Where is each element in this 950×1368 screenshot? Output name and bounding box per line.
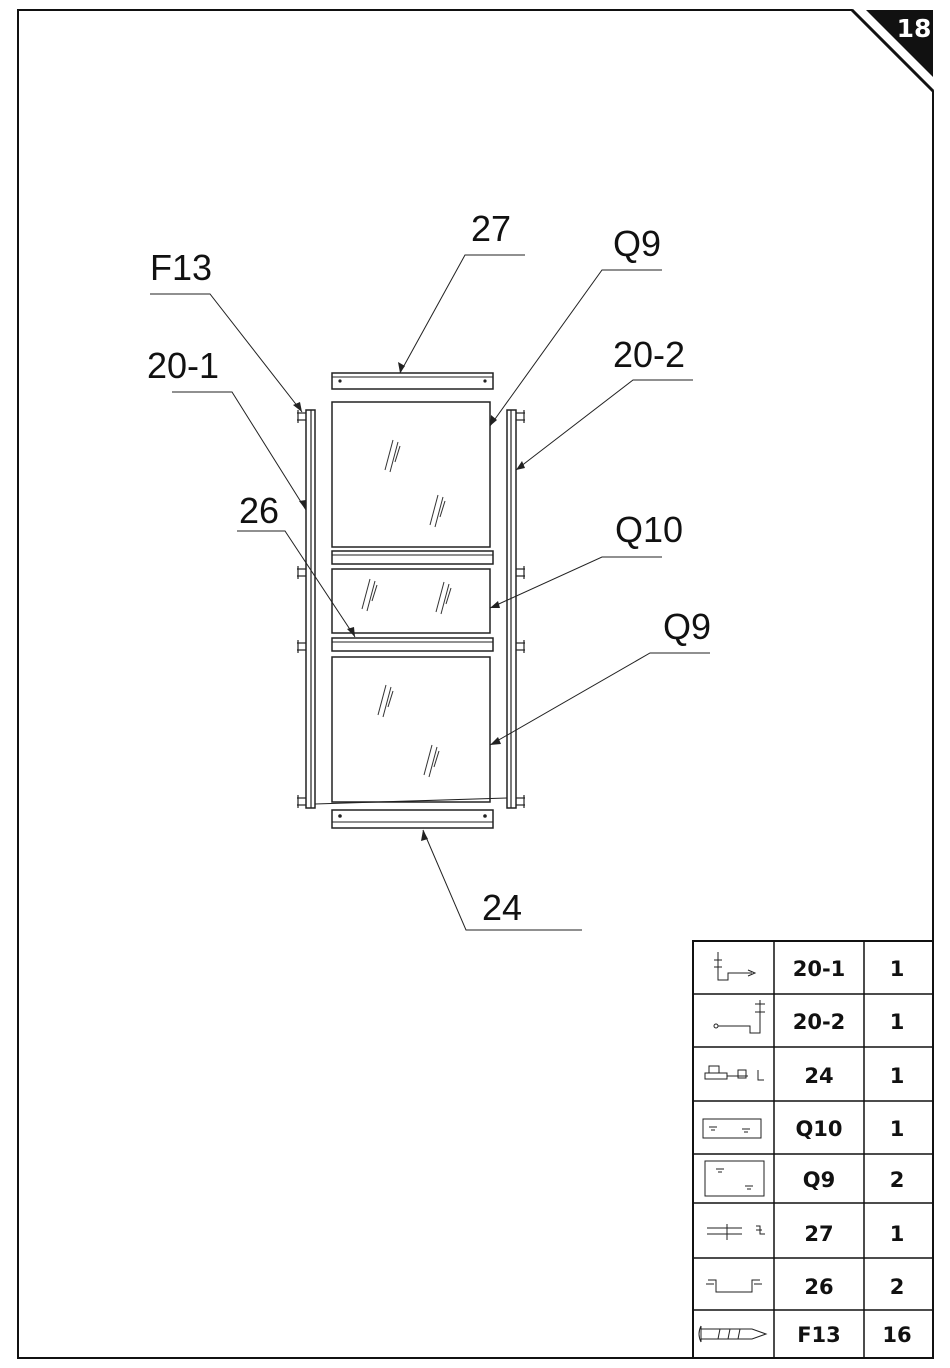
screw-icon bbox=[297, 795, 306, 808]
screw-icon bbox=[516, 410, 525, 423]
glass-panel-q10 bbox=[332, 569, 490, 633]
callout-20-1: 20-1 bbox=[147, 345, 219, 386]
part-code: 20-2 bbox=[793, 1010, 846, 1034]
screw-icon bbox=[516, 566, 525, 579]
part-quantity: 16 bbox=[882, 1323, 911, 1347]
part-quantity: 1 bbox=[890, 957, 905, 981]
part-code: Q10 bbox=[795, 1117, 842, 1141]
screw-icon bbox=[297, 566, 306, 579]
callout-24: 24 bbox=[482, 887, 522, 928]
callout-f13: F13 bbox=[150, 247, 212, 288]
callout-26: 26 bbox=[239, 490, 279, 531]
part-quantity: 2 bbox=[890, 1168, 905, 1192]
glass-panel-q9-bottom bbox=[332, 657, 490, 802]
page-number-badge: 18 bbox=[852, 10, 933, 91]
screw-icon bbox=[297, 640, 306, 653]
part-quantity: 1 bbox=[890, 1064, 905, 1088]
side-profile-20-1 bbox=[306, 410, 315, 808]
part-quantity: 1 bbox=[890, 1222, 905, 1246]
callout-q9-bottom: Q9 bbox=[663, 606, 711, 647]
middle-rail-26-upper bbox=[332, 551, 493, 564]
screw-icon bbox=[516, 795, 525, 808]
callout-27: 27 bbox=[471, 208, 511, 249]
part-code: 26 bbox=[804, 1275, 833, 1299]
part-quantity: 1 bbox=[890, 1010, 905, 1034]
part-code: 24 bbox=[804, 1064, 833, 1088]
bottom-rail-24 bbox=[332, 810, 493, 828]
part-code: 27 bbox=[804, 1222, 833, 1246]
top-rail-27 bbox=[332, 373, 493, 389]
page-number: 18 bbox=[897, 14, 932, 43]
glass-panel-q9-top bbox=[332, 402, 490, 547]
parts-table: 20-1 20-2 24 Q10 Q9 27 26 F13 1 1 1 1 2 … bbox=[693, 941, 933, 1358]
callout-q9-top: Q9 bbox=[613, 223, 661, 264]
part-quantity: 2 bbox=[890, 1275, 905, 1299]
callout-20-2: 20-2 bbox=[613, 334, 685, 375]
part-code: F13 bbox=[797, 1323, 841, 1347]
part-code: 20-1 bbox=[793, 957, 846, 981]
part-code: Q9 bbox=[803, 1168, 835, 1192]
callout-q10: Q10 bbox=[615, 509, 683, 550]
middle-rail-26-lower bbox=[332, 638, 493, 651]
part-quantity: 1 bbox=[890, 1117, 905, 1141]
screw-icon bbox=[516, 640, 525, 653]
side-profile-20-2 bbox=[507, 410, 516, 808]
